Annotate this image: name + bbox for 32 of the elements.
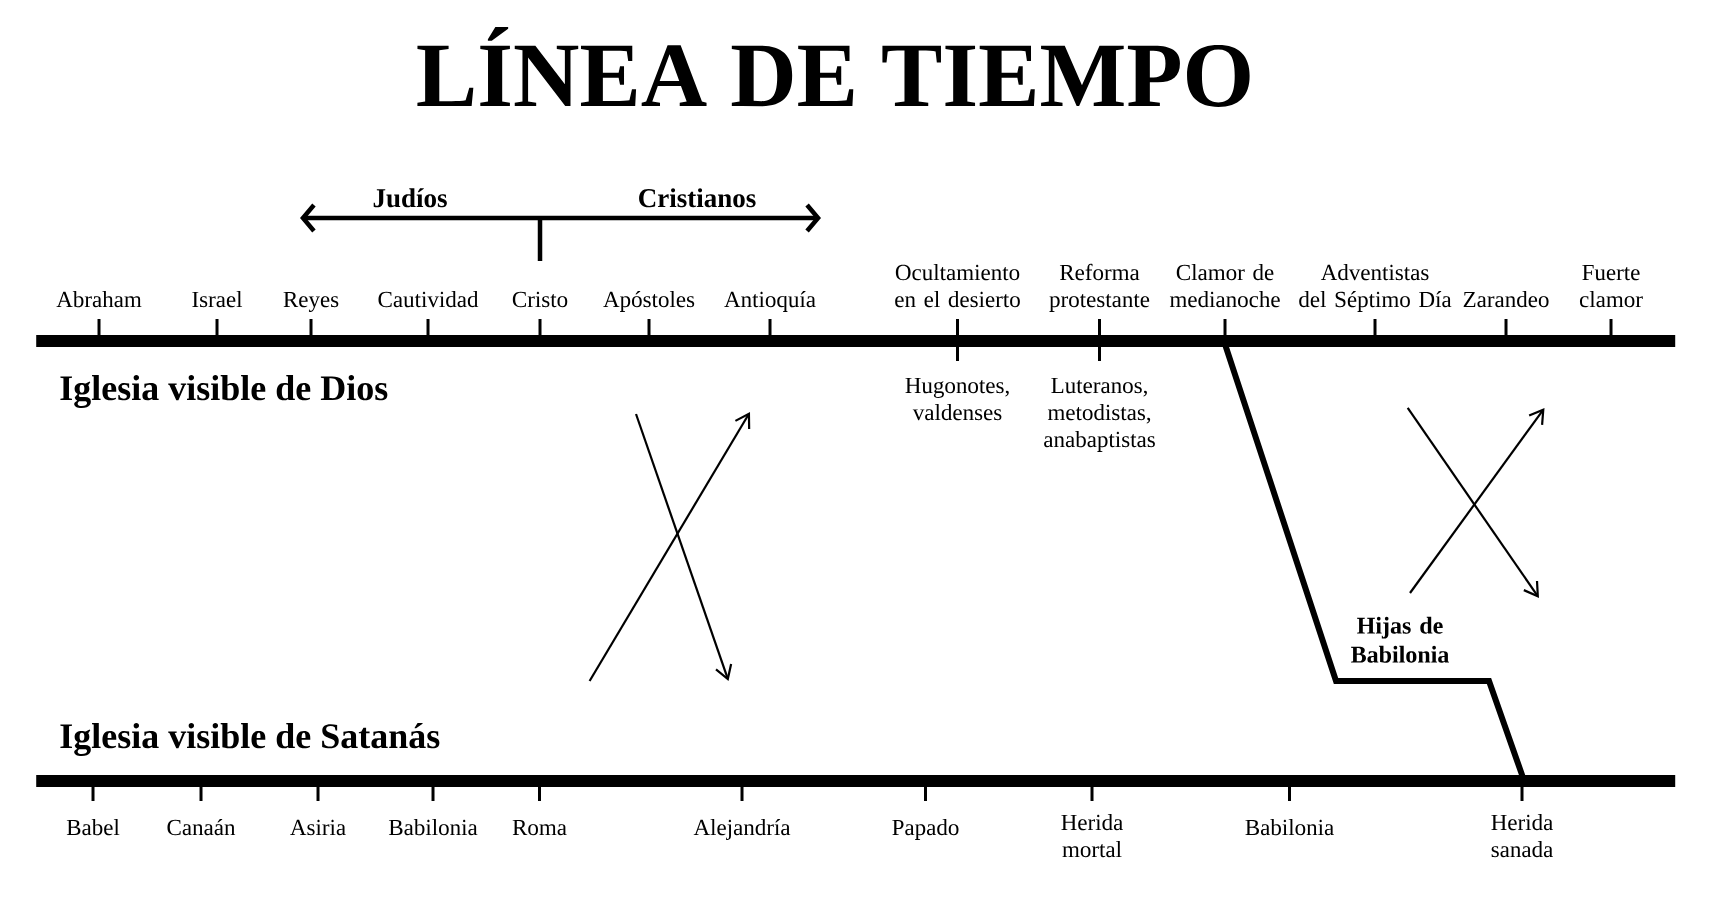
timeline-label: Reyes — [283, 291, 339, 312]
timeline-label: Babilonia — [1245, 819, 1334, 836]
timeline-label: Papado — [892, 819, 959, 840]
title: LÍNEA DE TIEMPO — [417, 27, 1250, 107]
timeline-label: Cristo — [512, 291, 568, 308]
timeline-label: Cautividad — [378, 291, 479, 308]
edge-label: Hijas de Babilonia — [1351, 616, 1449, 663]
connector-line — [1223, 344, 1525, 778]
timeline-label: Canaán — [167, 819, 236, 836]
timeline-label: Babel — [66, 819, 120, 836]
timeline-label: Fuerte clamor — [1579, 264, 1643, 308]
timeline-label: Roma — [512, 819, 567, 836]
timeline-label: Zarandeo — [1463, 291, 1549, 308]
timeline-label: Antioquía — [724, 291, 816, 312]
timeline-label: Clamor de medianoche — [1169, 264, 1280, 308]
period-label: Judíos — [373, 188, 447, 208]
period-label: Cristianos — [639, 188, 756, 208]
timeline-label: Apóstoles — [603, 291, 695, 312]
timeline-label: Luteranos, metodistas, anabaptistas — [1044, 377, 1155, 452]
timeline-label: Babilonia — [388, 819, 478, 836]
timeline-heading: Iglesia visible de Satanás — [60, 723, 440, 756]
timeline-label: Adventistas del Séptimo Día — [1299, 264, 1452, 312]
timeline-label: Abraham — [56, 291, 142, 308]
timeline-label: Herida sanada — [1491, 814, 1553, 858]
timeline-label: Herida mortal — [1061, 814, 1123, 858]
timeline-label: Hugonotes, valdenses — [905, 377, 1009, 421]
timeline-label: Asiria — [290, 819, 346, 836]
timeline-label: Alejandría — [693, 819, 791, 840]
timeline-label: Israel — [192, 291, 243, 308]
timeline-label: Ocultamiento en el desierto — [895, 264, 1020, 308]
timeline-heading: Iglesia visible de Dios — [60, 375, 388, 408]
timeline-label: Reforma protestante — [1049, 263, 1150, 312]
